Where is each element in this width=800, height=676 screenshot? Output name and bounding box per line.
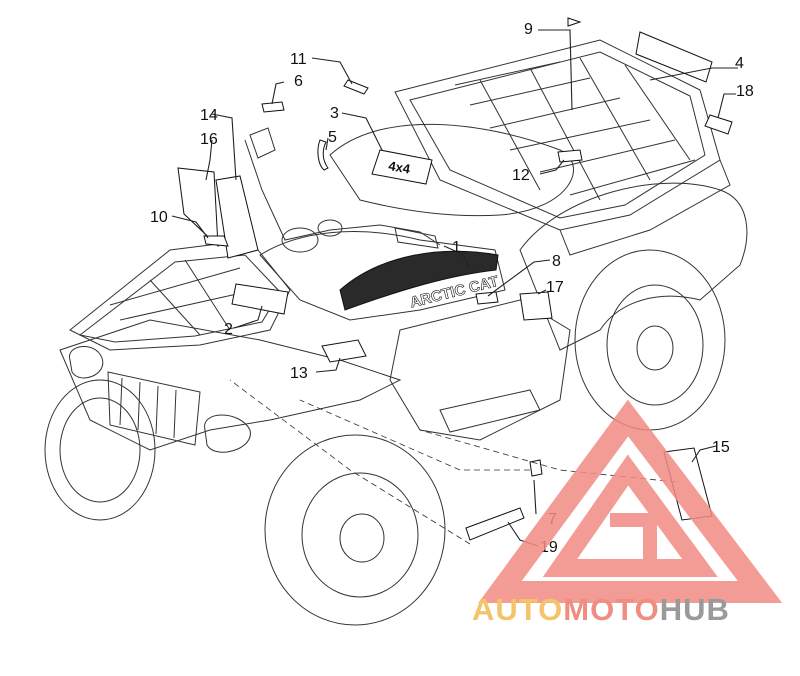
decal-8 bbox=[475, 291, 499, 305]
callout-16: 15 bbox=[712, 439, 730, 456]
decal-13 bbox=[321, 339, 367, 363]
handlebar bbox=[244, 127, 441, 253]
rear-fender bbox=[519, 182, 748, 351]
front-fender bbox=[59, 319, 402, 451]
grille bbox=[107, 371, 201, 446]
callout-12: 12 bbox=[512, 167, 530, 184]
tank-stripe bbox=[339, 250, 499, 311]
front-right-wheel bbox=[264, 434, 446, 626]
decal-4 bbox=[635, 31, 713, 83]
decal-3 bbox=[371, 149, 433, 185]
decal-11 bbox=[343, 79, 369, 95]
reference-lines bbox=[229, 379, 677, 545]
callout-13: 13 bbox=[290, 365, 308, 382]
decal-2 bbox=[231, 283, 289, 315]
decal-16 bbox=[177, 167, 219, 248]
seat bbox=[329, 123, 574, 217]
callout-14: 14 bbox=[200, 107, 218, 124]
decal-5 bbox=[317, 139, 329, 171]
decal-14 bbox=[215, 175, 259, 259]
decal-10 bbox=[203, 235, 229, 247]
decal-6 bbox=[261, 101, 285, 113]
leader-lines bbox=[171, 29, 738, 547]
seat-badge-text: 4x4 bbox=[387, 158, 412, 177]
brand-part-moto: MOTO bbox=[563, 592, 660, 627]
watermark-brand-text: AUTOMOTOHUB bbox=[472, 592, 794, 632]
decal-19 bbox=[465, 507, 525, 541]
callout-10: 10 bbox=[150, 209, 168, 226]
callout-5: 5 bbox=[328, 129, 337, 146]
decal-17 bbox=[519, 291, 553, 321]
callout-3: 3 bbox=[330, 105, 339, 122]
rear-right-wheel bbox=[574, 249, 726, 431]
callout-9: 9 bbox=[524, 21, 533, 38]
decal-9 bbox=[567, 17, 582, 27]
callout-8: 8 bbox=[552, 253, 561, 270]
rear-rack bbox=[394, 39, 731, 256]
decal-7 bbox=[529, 459, 543, 477]
callout-numbers: 1 2 3 4 5 6 7 8 9 10 11 12 13 14 16 15 1… bbox=[150, 21, 754, 556]
callout-11: 11 bbox=[290, 51, 307, 68]
callout-18: 18 bbox=[736, 83, 754, 100]
decal-18 bbox=[704, 114, 733, 135]
atv-illustration: ARCTIC CAT bbox=[44, 39, 748, 626]
brand-part-hub: HUB bbox=[659, 592, 730, 627]
watermark-logo bbox=[478, 399, 783, 603]
footrest bbox=[439, 389, 541, 433]
brand-part-auto: AUTO bbox=[472, 592, 564, 627]
callout-6: 6 bbox=[294, 73, 303, 90]
callout-2: 2 bbox=[224, 321, 233, 338]
headlights bbox=[69, 345, 251, 453]
front-left-wheel bbox=[44, 379, 156, 521]
callout-1: 1 bbox=[452, 239, 461, 256]
callout-15: 16 bbox=[200, 131, 218, 148]
callout-4: 4 bbox=[735, 55, 744, 72]
side-panel bbox=[389, 299, 571, 441]
decal-12 bbox=[557, 149, 583, 163]
callout-17: 17 bbox=[546, 279, 564, 296]
